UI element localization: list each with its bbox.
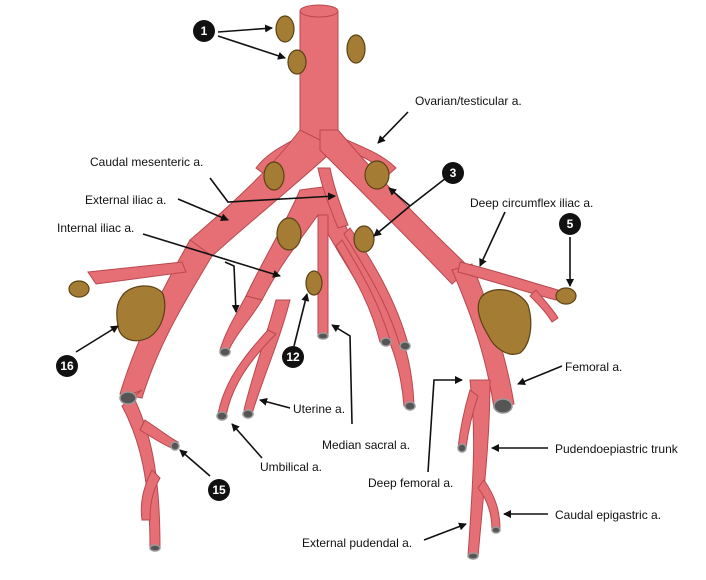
lymph-node: [276, 217, 302, 251]
lymph-node: [353, 225, 375, 253]
vessel-end: [493, 398, 513, 414]
right-circumflex-artery: [457, 261, 559, 301]
vessel-end: [242, 409, 254, 419]
lymph-nodes: [68, 15, 577, 355]
leader-line: [377, 111, 409, 144]
label-pudendoepigastric-trunk: Pudendoepiastric trunk: [555, 442, 678, 456]
leader-line: [142, 233, 281, 278]
badge-16: 16: [56, 355, 78, 377]
leader-line: [409, 177, 447, 207]
vessel-end: [467, 552, 479, 560]
leader-line: [209, 177, 336, 203]
vessel-end: [404, 401, 416, 411]
vessel-end: [317, 332, 329, 340]
lymph-node: [68, 280, 90, 298]
vessel-end: [491, 526, 501, 534]
leader-line: [293, 293, 310, 347]
leader-line: [373, 205, 411, 237]
lymph-node: [263, 161, 285, 191]
right-center-branch: [335, 239, 391, 343]
vessel-ends: [119, 332, 513, 560]
badge-15: 15: [208, 479, 230, 501]
right-circumflex-fork: [529, 289, 559, 323]
lymph-node: [555, 287, 577, 305]
leader-line: [388, 187, 411, 207]
label-median-sacral-artery: Median sacral a.: [322, 438, 411, 452]
leader-line: [217, 35, 286, 60]
leader-line: [177, 198, 229, 221]
lymph-node: [305, 270, 323, 296]
leader-line: [479, 211, 506, 267]
aorta-top: [299, 4, 339, 18]
aorta: [299, 5, 339, 141]
leader-lines: [75, 24, 574, 541]
right-iliac-trunk: [319, 129, 471, 285]
label-ovarian-testicular-artery: Ovarian/testicular a.: [415, 94, 522, 108]
leader-line: [517, 365, 563, 386]
left-lower-limb-artery: [121, 389, 161, 549]
leader-line: [75, 325, 119, 353]
label-uterine-artery: Uterine a.: [293, 402, 346, 416]
badge-5: 5: [559, 213, 581, 235]
label-external-iliac-artery: External iliac a.: [85, 193, 167, 207]
vessel-end: [119, 391, 137, 405]
label-femoral-artery: Femoral a.: [565, 360, 623, 374]
vessel-end: [457, 443, 467, 453]
vessel-end: [216, 411, 228, 421]
badge-1: 1: [193, 20, 215, 42]
lymph-node: [364, 160, 390, 190]
leader-line: [224, 261, 240, 313]
badge-3: 3: [442, 162, 464, 184]
vessel-end: [399, 341, 411, 351]
left-foot-branch: [140, 469, 161, 521]
leader-line: [217, 24, 273, 33]
lymph-node-large-right: [477, 289, 532, 355]
vessel-end: [170, 441, 180, 451]
label-deep-circumflex-iliac-artery: Deep circumflex iliac a.: [470, 196, 594, 210]
lymph-node-large-left: [116, 285, 166, 342]
label-external-pudendal-artery: External pudendal a.: [302, 536, 413, 550]
label-internal-iliac-artery: Internal iliac a.: [57, 221, 135, 235]
vessel-end: [219, 347, 231, 357]
leader-line: [259, 397, 291, 409]
lymph-node: [275, 15, 295, 43]
lymph-node: [346, 34, 366, 64]
lymph-node: [287, 49, 307, 75]
vessel-end: [149, 544, 161, 552]
leader-line: [179, 449, 211, 477]
leader-line: [331, 324, 353, 425]
label-caudal-mesenteric-artery: Caudal mesenteric a.: [90, 155, 204, 169]
artery-tree: [87, 4, 559, 557]
leader-line: [423, 522, 467, 541]
label-umbilical-artery: Umbilical a.: [260, 460, 323, 474]
label-deep-femoral-artery: Deep femoral a.: [368, 476, 454, 490]
badge-12: 12: [282, 346, 304, 368]
vessel-end: [380, 337, 392, 347]
label-caudal-epigastric-artery: Caudal epigastric a.: [555, 508, 662, 522]
leader-line: [427, 376, 463, 473]
left-circumflex-artery: [87, 261, 187, 285]
leader-line: [231, 423, 263, 459]
